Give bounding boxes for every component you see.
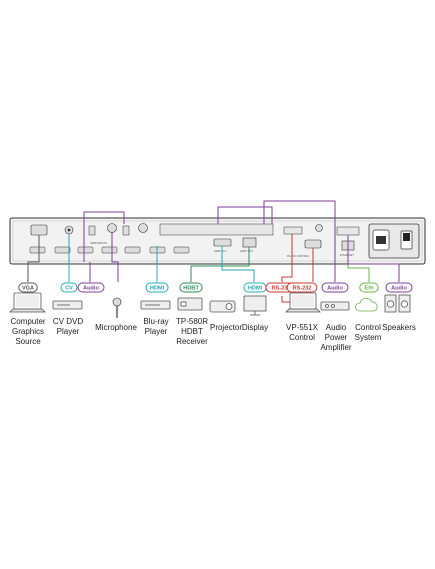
tag2-vp551x: RS-232: [286, 282, 318, 293]
tag-microphone-text: Audio: [83, 286, 99, 292]
receiver-icon: [177, 297, 203, 311]
audio-in-port: [107, 223, 117, 233]
speakers-icon: [384, 294, 411, 313]
amplifier-icon: [320, 301, 350, 311]
bluray-player-icon: [140, 300, 171, 310]
tag-receiver: HDBT: [179, 282, 203, 293]
laptop-icon-vp551x: [285, 292, 321, 313]
tag-display-text: HDMI: [248, 286, 263, 292]
device-label-microphone: Microphone: [95, 323, 137, 332]
hdmi-input-port: [173, 246, 190, 254]
tag2-vp551x-text: RS-232: [293, 286, 312, 292]
hdbt-out-port: [242, 237, 257, 248]
hdmi-input-port: [124, 246, 141, 254]
tag-computer: VGA: [18, 282, 38, 293]
hdmi-inputs-label: HDMI INPUTS: [90, 241, 107, 245]
device-label-projector: Projector: [210, 323, 242, 332]
speaker-terminal: [336, 226, 360, 236]
audio-terminal-block: [159, 223, 274, 236]
switcher-rear-panel: HDMI INPUTS HDMI OUT HDBT OUT RS-232 CON…: [9, 217, 426, 265]
rs232-db9-port: [304, 239, 322, 249]
tag-amplifier: Audio: [321, 282, 349, 293]
tag-vp551x-text: RS-232: [272, 286, 291, 292]
cloud-icon: [355, 297, 378, 312]
device-icons: [9, 292, 411, 318]
hdbt-out-label: HDBT OUT: [240, 249, 254, 253]
tag-microphone: Audio: [77, 282, 105, 293]
tag-receiver-text: HDBT: [183, 286, 199, 292]
projector-icon: [209, 300, 236, 313]
mic-switch: [88, 225, 96, 236]
device-label-speakers: Speakers: [382, 323, 416, 332]
tag-controlsystem-text: Eth: [364, 286, 374, 292]
device-label-display: Display: [242, 323, 268, 332]
tag-display: HDMI: [243, 282, 267, 293]
hdmi-input-port: [77, 246, 94, 254]
rs232-label: RS-232 CONTROL: [287, 254, 310, 258]
cables: [27, 200, 400, 303]
tag-bluray: HDMI: [145, 282, 169, 293]
hdmi-input-ports: [29, 246, 190, 254]
tag-amplifier-text: Audio: [327, 286, 343, 292]
tag-cvdvd-text: CV: [65, 286, 73, 292]
tag-speakers: Audio: [385, 282, 413, 293]
tag-speakers-text: Audio: [391, 286, 407, 292]
vga-port: [30, 224, 48, 236]
tag-bluray-text: HDMI: [150, 286, 165, 292]
hdmi-out-label: HDMI OUT: [214, 249, 227, 253]
hdmi-input-port: [29, 246, 46, 254]
tag-computer-text: VGA: [22, 286, 34, 292]
hdmi-input-port: [101, 246, 118, 254]
hdmi-out-port: [213, 238, 232, 247]
tag-cvdvd: CV: [60, 282, 78, 293]
microphone-icon: [112, 297, 122, 318]
rs232-terminal: [283, 226, 303, 235]
dvd-player-icon: [52, 300, 83, 310]
display-icon: [243, 295, 267, 316]
ethernet-label: ETHERNET: [340, 253, 354, 257]
laptop-icon: [9, 292, 46, 313]
hdmi-input-port: [54, 246, 71, 254]
tag-controlsystem: Eth: [359, 282, 379, 293]
